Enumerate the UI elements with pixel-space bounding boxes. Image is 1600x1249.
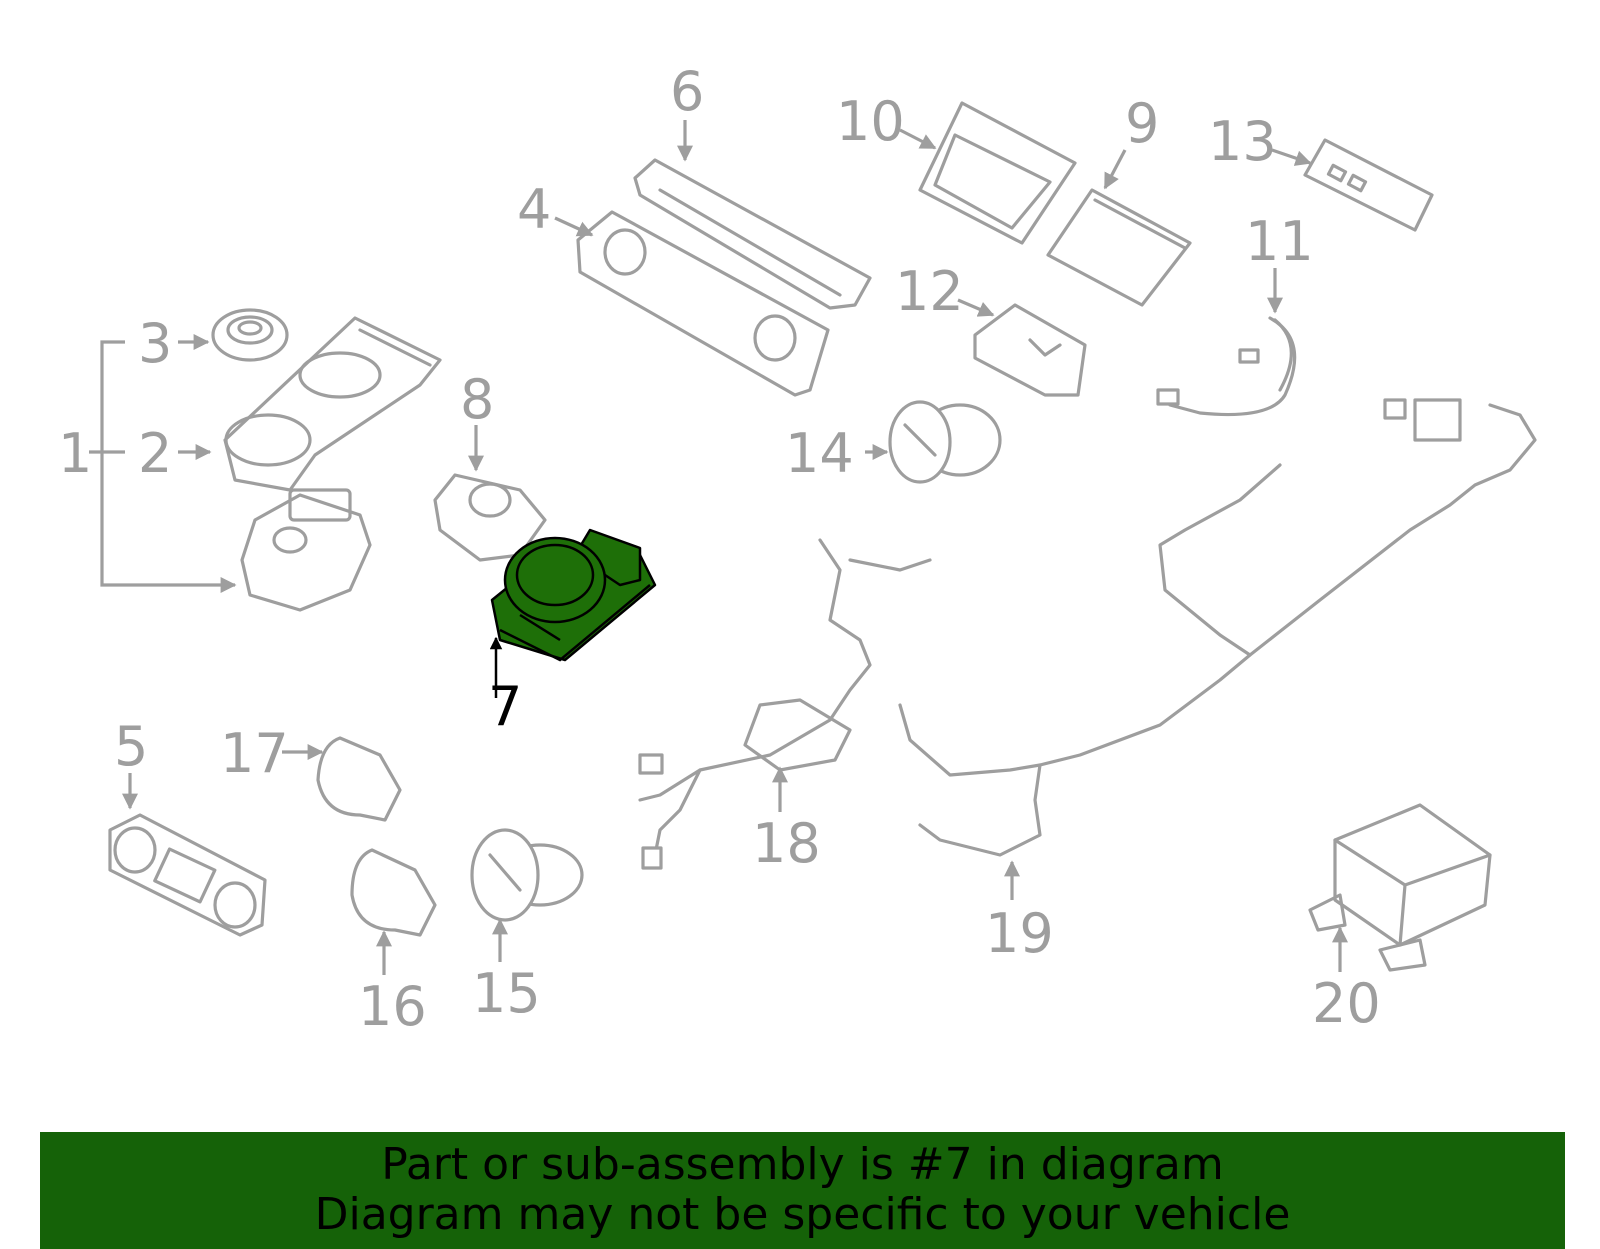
- part-11[interactable]: 11: [1156, 210, 1314, 417]
- callout-12: 12: [895, 260, 964, 323]
- callout-11: 11: [1245, 210, 1314, 273]
- part-12[interactable]: 12: [895, 260, 1087, 397]
- part-14[interactable]: 14: [785, 400, 1002, 485]
- part-19[interactable]: 19: [898, 398, 1537, 965]
- callout-4: 4: [517, 178, 551, 241]
- part-10[interactable]: 10: [836, 90, 1077, 245]
- part-1-base[interactable]: [240, 488, 372, 612]
- callout-19: 19: [985, 902, 1054, 965]
- part-5[interactable]: 5: [108, 715, 267, 937]
- banner-line-2: Diagram may not be specific to your vehi…: [314, 1189, 1291, 1240]
- callout-8: 8: [460, 368, 494, 431]
- part-2[interactable]: 2: [138, 316, 442, 492]
- callout-20: 20: [1312, 972, 1381, 1035]
- part-3[interactable]: 3: [138, 308, 289, 375]
- part-9[interactable]: 9: [1046, 92, 1192, 307]
- part-7-highlighted[interactable]: 7: [488, 528, 657, 738]
- part-20[interactable]: 20: [1308, 803, 1492, 1035]
- part-1-group[interactable]: 1: [58, 340, 237, 593]
- part-6[interactable]: 6: [633, 60, 872, 310]
- part-15[interactable]: 15: [470, 828, 584, 1025]
- part-4[interactable]: 4: [517, 178, 830, 397]
- part-18[interactable]: 18: [638, 538, 932, 875]
- part-16[interactable]: 16: [350, 848, 437, 1038]
- part-17[interactable]: 17: [220, 722, 402, 822]
- callout-9: 9: [1125, 92, 1159, 155]
- part-8[interactable]: 8: [433, 368, 547, 562]
- callout-17: 17: [220, 722, 289, 785]
- callout-15: 15: [472, 962, 541, 1025]
- part-13[interactable]: 13: [1208, 110, 1434, 232]
- callout-16: 16: [358, 975, 427, 1038]
- callout-2: 2: [138, 422, 172, 485]
- callout-1: 1: [58, 422, 92, 485]
- callout-13: 13: [1208, 110, 1277, 173]
- callout-18: 18: [752, 812, 821, 875]
- callout-5: 5: [114, 715, 148, 778]
- info-banner: Part or sub-assembly is #7 in diagram Di…: [40, 1132, 1565, 1249]
- banner-line-1: Part or sub-assembly is #7 in diagram: [381, 1139, 1224, 1190]
- callout-3: 3: [138, 312, 172, 375]
- callout-6: 6: [670, 60, 704, 123]
- callout-14: 14: [785, 422, 854, 485]
- callout-10: 10: [836, 90, 905, 153]
- callout-7: 7: [488, 675, 522, 738]
